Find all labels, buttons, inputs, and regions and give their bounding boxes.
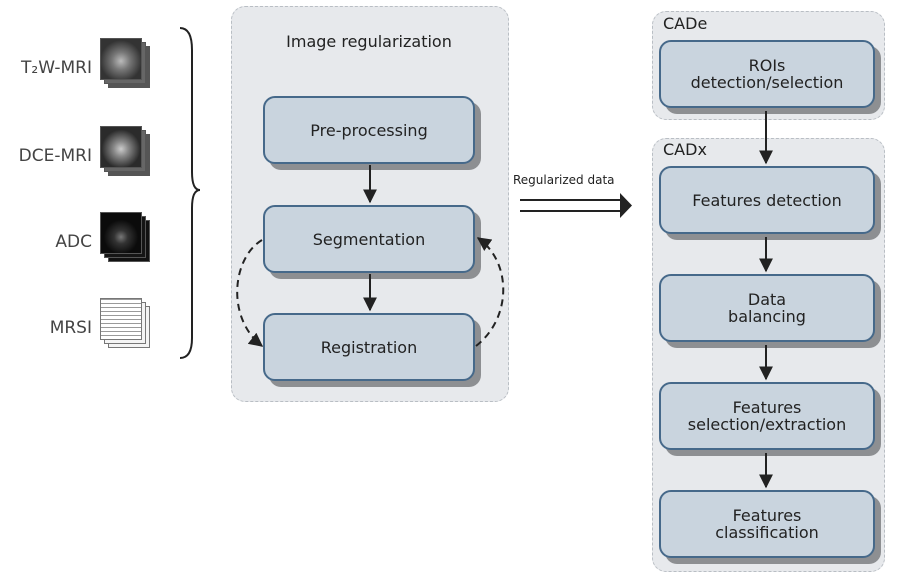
box-label: Segmentation	[312, 229, 426, 249]
cade-title: CADe	[663, 14, 708, 33]
t2w-mri-image-stack	[100, 38, 152, 90]
data-balancing-box: Data balancing	[659, 274, 875, 342]
box-label: ROIs detection/selection	[690, 56, 844, 92]
regularized-data-label: Regularized data	[513, 173, 615, 187]
segmentation-box: Segmentation	[263, 205, 475, 273]
modalities-brace	[179, 27, 201, 359]
cadx-title: CADx	[663, 140, 707, 159]
box-label: Pre-processing	[310, 120, 428, 140]
modality-label: MRSI	[49, 318, 92, 338]
registration-box: Registration	[263, 313, 475, 381]
modality-mrsi: MRSI	[0, 298, 200, 358]
modality-label: ADC	[55, 232, 92, 252]
rois-detection-box: ROIs detection/selection	[659, 40, 875, 108]
modality-label: DCE-MRI	[18, 146, 92, 166]
features-detection-box: Features detection	[659, 166, 875, 234]
modality-label: T₂W-MRI	[21, 58, 92, 78]
features-selection-box: Features selection/extraction	[659, 382, 875, 450]
image-regularization-title: Image regularization	[286, 32, 452, 51]
modality-t2w-mri: T₂W-MRI	[0, 38, 200, 98]
dce-mri-image-stack	[100, 126, 152, 178]
box-label: Features classification	[715, 506, 819, 542]
box-label: Registration	[320, 337, 418, 357]
regularized-data-arrowhead	[620, 193, 632, 218]
dashed-loop-left	[236, 239, 264, 347]
box-label: Features selection/extraction	[687, 398, 847, 434]
pre-processing-box: Pre-processing	[263, 96, 475, 164]
box-label: Features detection	[692, 190, 842, 210]
box-label: Data balancing	[728, 290, 806, 326]
mrsi-image-stack	[100, 298, 152, 350]
dashed-loop-right	[475, 237, 505, 347]
features-classification-box: Features classification	[659, 490, 875, 558]
adc-image-stack	[100, 212, 152, 264]
modality-adc: ADC	[0, 212, 200, 272]
modality-dce-mri: DCE-MRI	[0, 126, 200, 186]
